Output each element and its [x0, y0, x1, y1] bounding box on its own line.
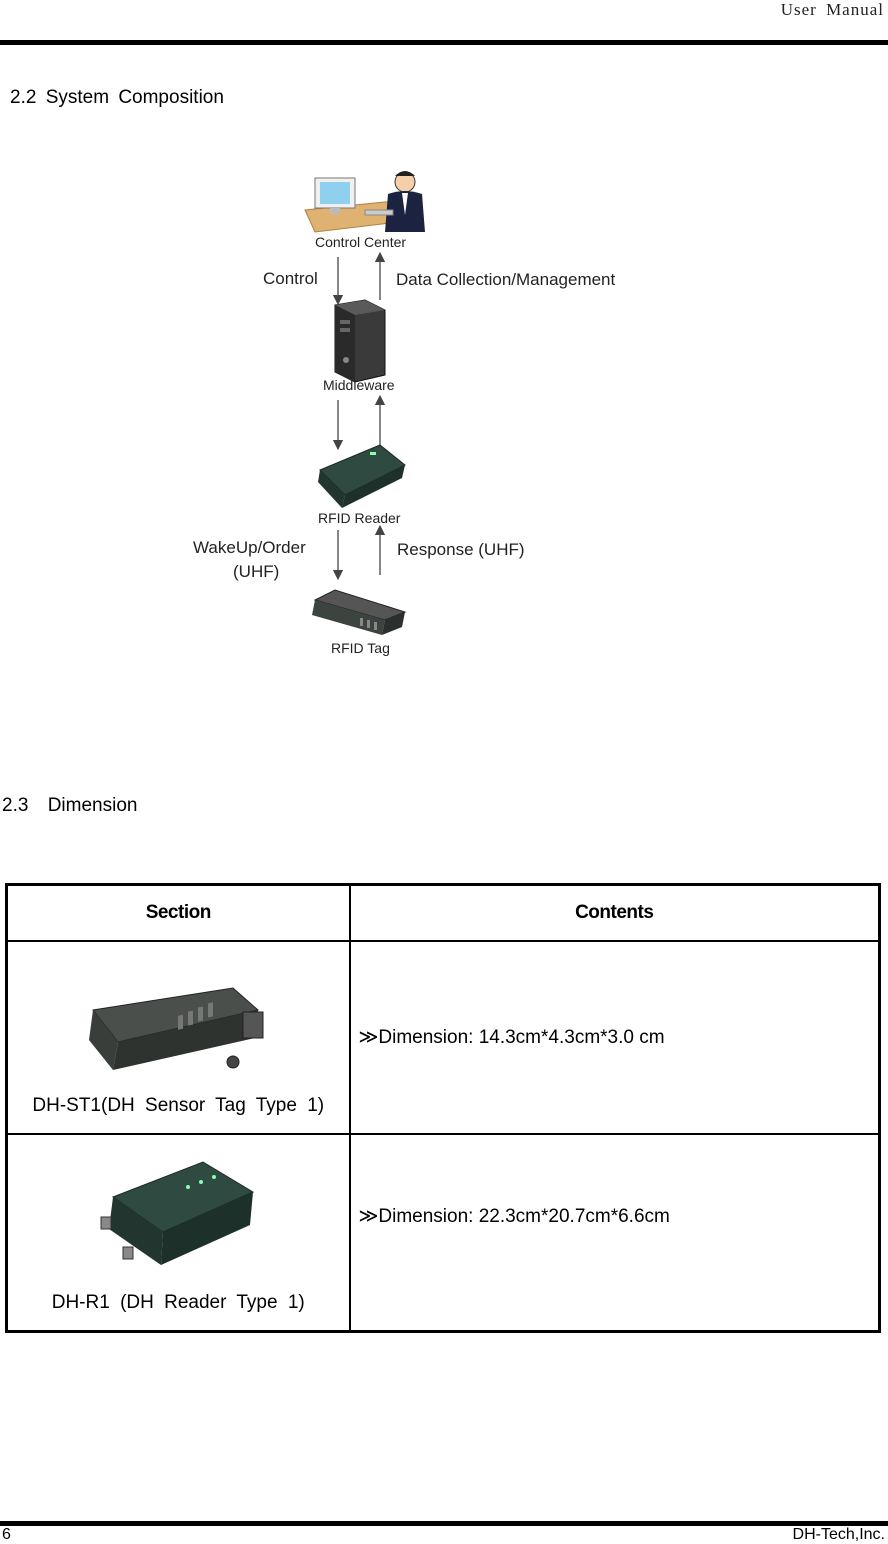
control-center-label: Control Center — [315, 234, 406, 250]
middleware-server-illustration — [334, 299, 386, 383]
control-center-illustration — [304, 171, 425, 233]
table-header-row: Section Contents — [5, 883, 881, 942]
section-2-2-title: 2.2 System Composition — [10, 87, 224, 108]
reader-caption: DH-R1 (DH Reader Type 1) — [51, 1292, 305, 1313]
response-edge-label: Response (UHF) — [397, 540, 525, 559]
data-collection-edge-label: Data Collection/Management — [396, 270, 616, 289]
header-title: User Manual — [780, 0, 884, 19]
sensor-tag-dimension: ≫Dimension: 14.3cm*4.3cm*3.0 cm — [348, 939, 881, 1135]
section-cell: DH-ST1(DH Sensor Tag Type 1) — [5, 939, 351, 1135]
dimension-table: Section Contents DH-ST1(DH Sensor Tag Ty… — [5, 883, 881, 1333]
rfid-reader-label: RFID Reader — [318, 510, 401, 526]
footer-rule — [0, 1521, 888, 1526]
rfid-tag-illustration — [312, 589, 407, 635]
reader-dimension: ≫Dimension: 22.3cm*20.7cm*6.6cm — [348, 1132, 881, 1333]
reader-image — [100, 1161, 255, 1265]
system-composition-diagram: Control Center Middleware RFID Reader — [170, 160, 670, 670]
section-column-header: Section — [5, 883, 351, 942]
wakeup-edge-label: WakeUp/Order — [193, 538, 306, 557]
footer-company: DH-Tech,Inc. — [792, 1526, 885, 1543]
section-2-3-title: 2.3 Dimension — [2, 795, 138, 816]
rfid-tag-label: RFID Tag — [331, 640, 390, 656]
table-row: DH-R1 (DH Reader Type 1) ≫Dimension: 22.… — [5, 1132, 881, 1333]
middleware-label: Middleware — [323, 377, 395, 393]
rfid-reader-illustration — [318, 444, 406, 508]
contents-column-header: Contents — [348, 883, 881, 942]
control-edge-label: Control — [263, 269, 318, 288]
table-row: DH-ST1(DH Sensor Tag Type 1) ≫Dimension:… — [5, 939, 881, 1135]
page-number: 6 — [2, 1526, 11, 1543]
header-rule — [0, 40, 888, 45]
section-cell: DH-R1 (DH Reader Type 1) — [5, 1132, 351, 1333]
sensor-tag-image — [89, 986, 264, 1070]
sensor-tag-caption: DH-ST1(DH Sensor Tag Type 1) — [32, 1094, 325, 1116]
wakeup-edge-label-uhf: (UHF) — [233, 562, 279, 581]
